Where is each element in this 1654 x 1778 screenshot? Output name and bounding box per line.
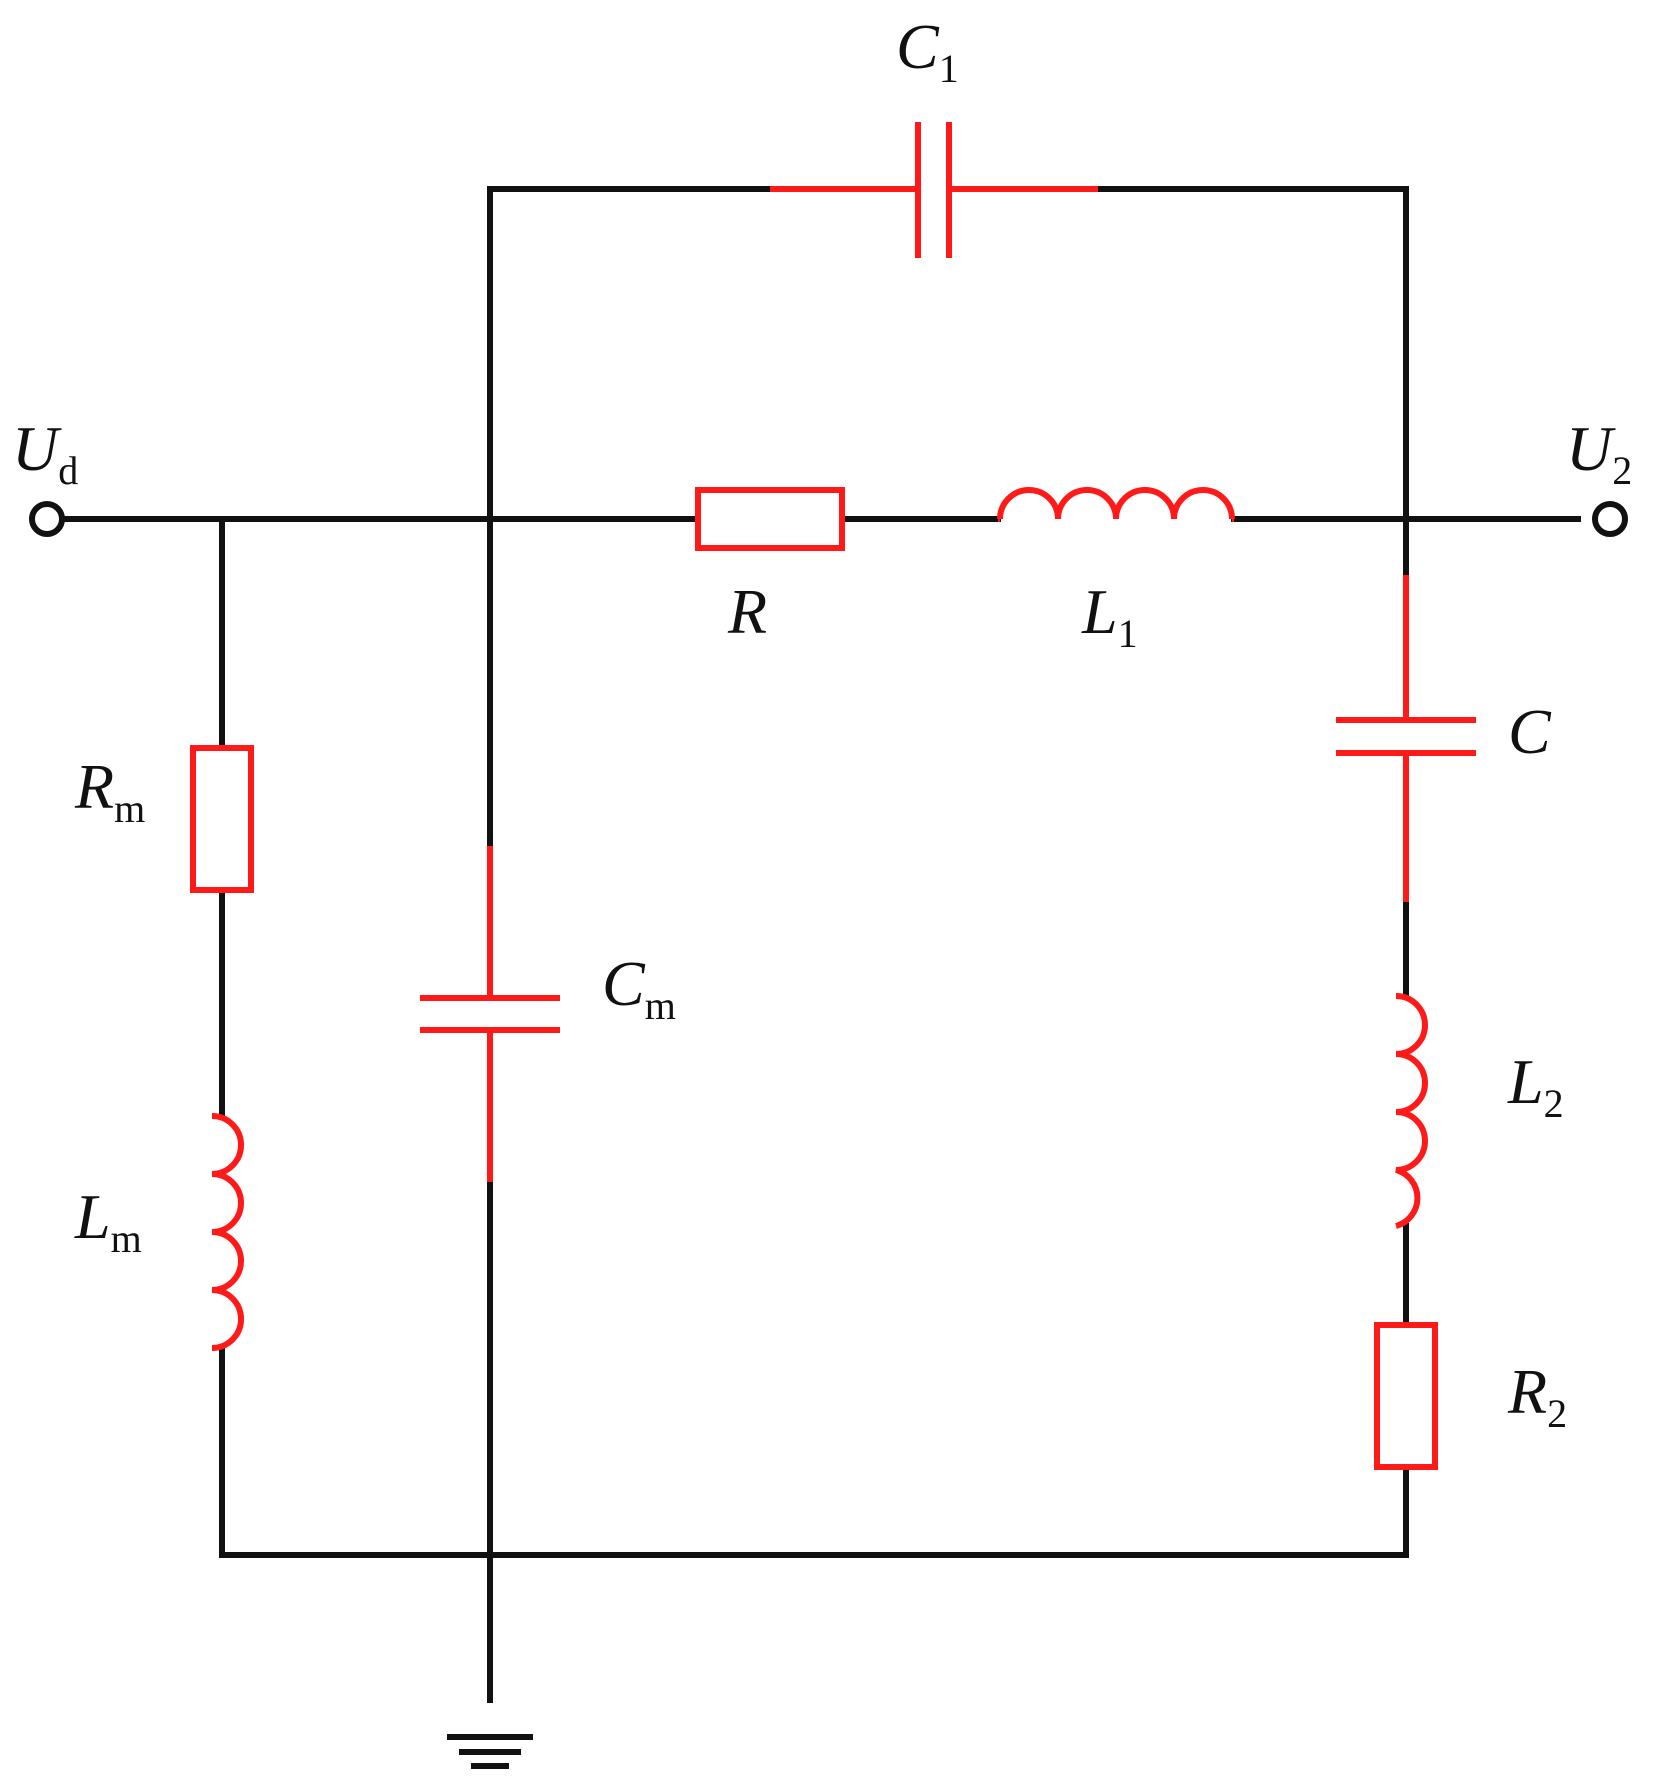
inductor-Lm bbox=[211, 1113, 244, 1351]
wires bbox=[59, 186, 1581, 1703]
wire-C1-left bbox=[487, 186, 773, 522]
label-C: C bbox=[1508, 696, 1552, 767]
resistor-R2 bbox=[1374, 1322, 1438, 1470]
output-terminal bbox=[1592, 501, 1628, 537]
label-L2: L2 bbox=[1507, 1046, 1564, 1126]
label-C1: C1 bbox=[896, 11, 959, 91]
label-output-terminal: U2 bbox=[1566, 413, 1632, 493]
capacitor-Cm bbox=[420, 846, 560, 1182]
wire-C1-right bbox=[1095, 186, 1409, 578]
label-R2: R2 bbox=[1507, 1356, 1567, 1436]
ground-icon bbox=[447, 1734, 533, 1769]
resistor-R bbox=[695, 487, 845, 551]
input-terminal bbox=[29, 501, 65, 537]
label-Rm: Rm bbox=[74, 751, 145, 831]
inductor-L2 bbox=[1395, 993, 1428, 1229]
inductor-L1 bbox=[997, 487, 1235, 522]
label-R: R bbox=[727, 576, 767, 647]
capacitor-C bbox=[1336, 575, 1476, 902]
label-Cm: Cm bbox=[602, 948, 676, 1028]
label-input-terminal: Ud bbox=[12, 413, 78, 493]
label-Lm: Lm bbox=[74, 1181, 142, 1261]
capacitor-C1 bbox=[770, 122, 1098, 258]
resistor-Rm bbox=[190, 745, 254, 893]
label-L1: L1 bbox=[1081, 576, 1138, 656]
